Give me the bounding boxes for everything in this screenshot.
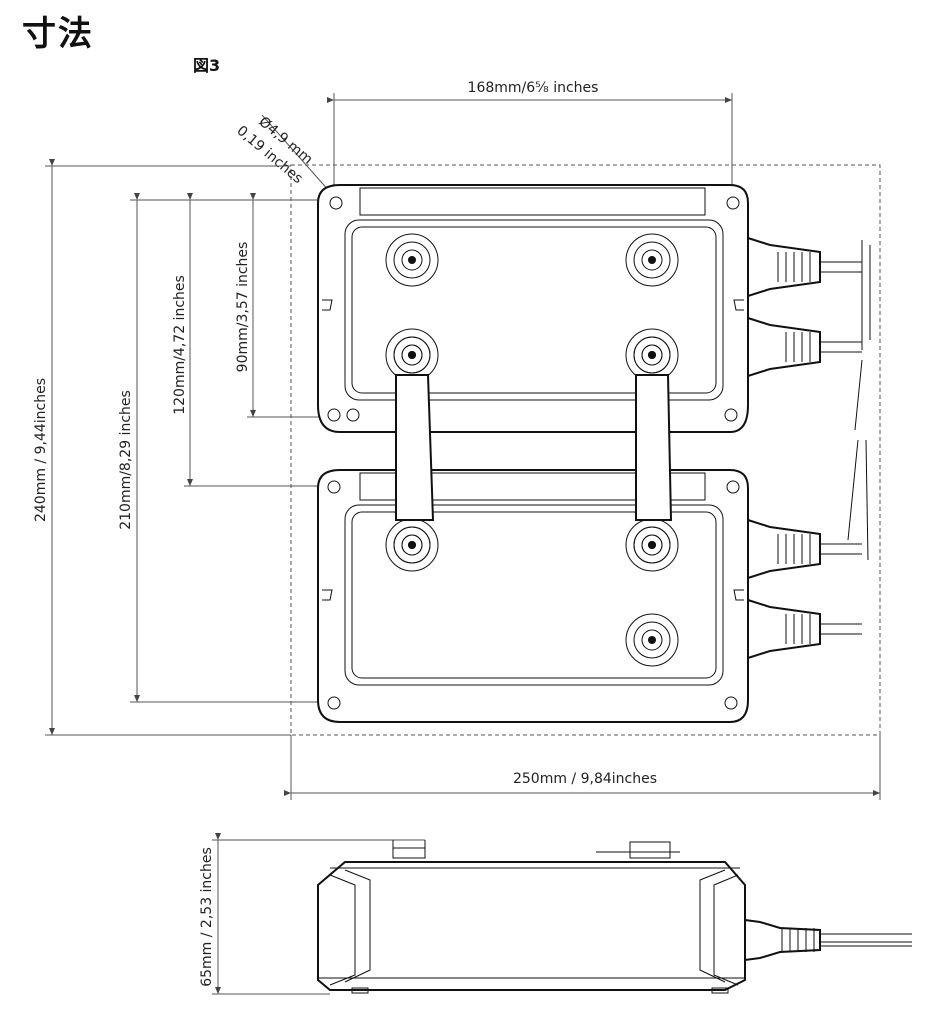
height-120-label: 120mm/4,72 inches: [172, 275, 188, 415]
cable-bundle: [847, 240, 871, 561]
overall-height-label: 240mm / 9,44inches: [33, 378, 49, 522]
side-height-label: 65mm / 2,53 inches: [199, 847, 215, 987]
top-width-dimension: 168mm/6⅝ inches: [327, 80, 733, 195]
height-120-dimension: 120mm/4,72 inches: [172, 193, 335, 487]
hole-diameter-callout: Ø4,9 mm 0,19 inches: [233, 114, 331, 193]
side-view-unit: [317, 840, 912, 994]
terminal: [625, 613, 679, 667]
overall-width-dimension: 250mm / 9,84inches: [284, 735, 881, 800]
overall-width-label: 250mm / 9,84inches: [513, 771, 657, 787]
top-width-label: 168mm/6⅝ inches: [468, 80, 599, 96]
terminal: [625, 233, 679, 287]
upper-unit: [317, 184, 862, 433]
height-210-label: 210mm/8,29 inches: [118, 390, 134, 530]
figure-label: 図3: [193, 56, 221, 75]
height-90-dimension: 90mm/3,57 inches: [235, 193, 335, 418]
bounding-box-outline: [290, 164, 881, 736]
overall-height-dimension: 240mm / 9,44inches: [33, 159, 291, 736]
height-210-dimension: 210mm/8,29 inches: [118, 193, 335, 703]
side-height-dimension: 65mm / 2,53 inches: [199, 833, 425, 995]
height-90-label: 90mm/3,57 inches: [235, 242, 251, 373]
bus-bar: [635, 374, 673, 521]
bus-bar: [395, 374, 435, 521]
page-title: 寸法: [22, 14, 94, 54]
terminal: [385, 233, 439, 287]
